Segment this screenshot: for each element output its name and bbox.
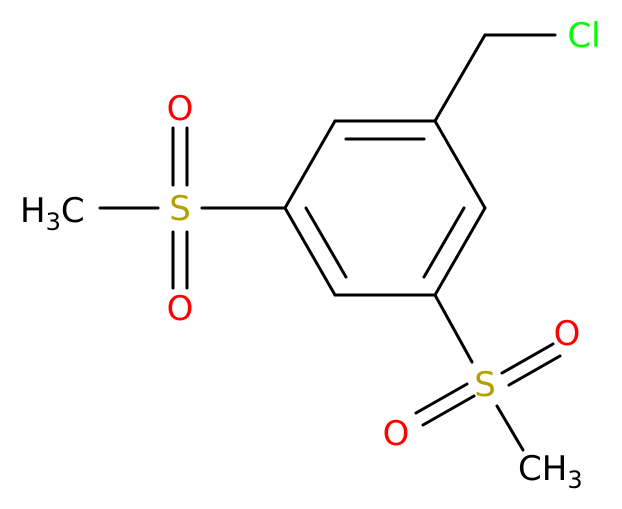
methyl-bottom-subscript: 3 <box>567 466 582 494</box>
atom-methyl-bottom: CH3 <box>518 449 583 494</box>
bond-ring-top-left <box>283 119 337 210</box>
bond-s2-o3-a <box>500 342 555 375</box>
bond-ring-ch2 <box>433 33 487 123</box>
atom-s2: S <box>474 365 496 405</box>
atom-o4: O <box>383 414 410 454</box>
bond-ring-inner-left <box>304 206 348 279</box>
atom-s1: S <box>169 189 191 229</box>
bond-s2-o3-b <box>507 354 562 387</box>
methyl-left-h: H <box>20 191 46 231</box>
bond-s2-methyl <box>495 404 525 452</box>
atom-o3: O <box>554 314 581 354</box>
atom-o1: O <box>167 89 194 129</box>
bond-ring-bottom-left <box>283 206 337 297</box>
bonds <box>98 33 562 452</box>
methyl-left-c: C <box>61 191 85 231</box>
bond-ring-s2 <box>433 293 474 364</box>
bond-s2-o4-b <box>421 394 476 427</box>
bond-s2-o4-a <box>414 382 469 415</box>
atom-o2: O <box>167 289 194 329</box>
bond-ring-inner-right <box>422 206 466 279</box>
methyl-left-subscript: 3 <box>46 208 61 236</box>
bond-ring-bottom-right <box>433 206 487 297</box>
atom-labels: Cl S O O H3C S O O CH3 <box>20 16 601 494</box>
atom-cl: Cl <box>567 16 600 56</box>
atom-methyl-left: H3C <box>20 191 85 236</box>
methyl-bottom-ch: CH <box>518 449 567 489</box>
bond-ring-top-right <box>433 119 487 210</box>
